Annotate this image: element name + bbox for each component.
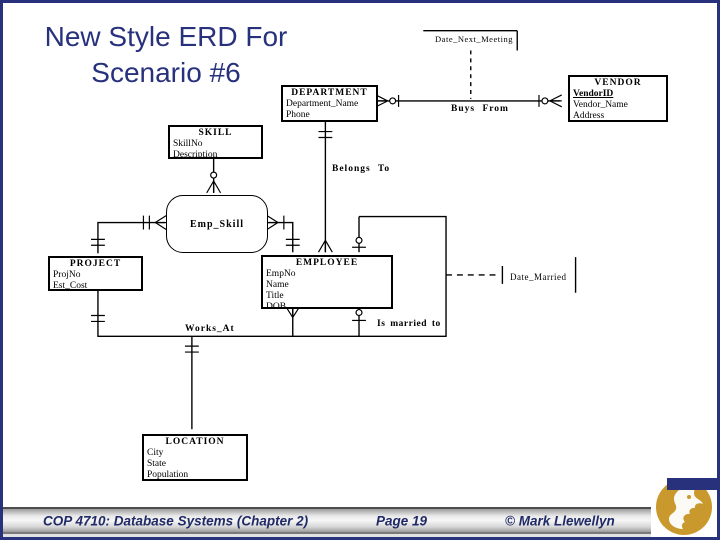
- title-line-1: New Style ERD For: [44, 21, 288, 52]
- attribute-date-next-meeting: Date_Next_Meeting: [435, 34, 513, 44]
- erd-connectors: [91, 29, 577, 430]
- entity-attr: Vendor_Name: [573, 100, 628, 110]
- entity-name: DEPARTMENT: [291, 88, 368, 98]
- entity-attr: City: [147, 448, 164, 458]
- entity-attr: SkillNo: [173, 139, 203, 149]
- associative-entity-emp-skill: Emp_Skill: [166, 195, 268, 253]
- entity-vendor: VENDOR VendorID Vendor_Name Address: [568, 75, 668, 122]
- title-line-2: Scenario #6: [91, 57, 241, 88]
- footer-copyright: © Mark Llewellyn: [505, 513, 615, 528]
- relationship-label-works-at: Works_At: [185, 324, 235, 334]
- entity-attr: EmpNo: [266, 269, 296, 279]
- ucf-pegasus-logo-icon: [656, 479, 712, 535]
- entity-attr-pk: VendorID: [573, 89, 614, 99]
- entity-attr: Est_Cost: [53, 281, 88, 291]
- entity-department: DEPARTMENT Department_Name Phone: [281, 85, 378, 122]
- crows-foot-notation: [91, 94, 562, 353]
- entity-attr: Title: [266, 291, 284, 301]
- entity-project: PROJECT ProjNo Est_Cost: [48, 256, 143, 291]
- entity-attr: Phone: [286, 110, 310, 120]
- entity-skill: SKILL SkillNo Description: [168, 125, 263, 160]
- footer-bar: COP 4710: Database Systems (Chapter 2) P…: [3, 507, 717, 534]
- entity-employee: EMPLOYEE EmpNo Name Title DOB: [261, 255, 393, 312]
- footer-course: COP 4710: Database Systems (Chapter 2): [43, 513, 309, 528]
- entity-name: VENDOR: [594, 78, 642, 88]
- entity-attr: DOB: [266, 302, 287, 312]
- attribute-date-married: Date_Married: [510, 272, 567, 282]
- page-title: New Style ERD For Scenario #6: [21, 19, 311, 91]
- footer-strip: [3, 534, 717, 537]
- entity-location: LOCATION City State Population: [142, 434, 248, 481]
- relationship-label: Emp_Skill: [189, 218, 245, 230]
- entity-attr: Description: [173, 150, 218, 160]
- relationship-label-buys-from: Buys From: [451, 104, 509, 114]
- entity-attr: ProjNo: [53, 270, 81, 280]
- relationship-label-is-married-to: Is married to: [377, 319, 441, 329]
- entity-name: LOCATION: [165, 437, 225, 447]
- navy-accent-bar: [667, 478, 717, 490]
- entity-attr: Department_Name: [286, 99, 359, 109]
- entity-name: EMPLOYEE: [295, 258, 359, 268]
- footer-page-number: Page 19: [376, 513, 428, 528]
- entity-attr: Population: [147, 470, 189, 480]
- entity-name: PROJECT: [69, 259, 122, 269]
- entity-attr: State: [147, 459, 166, 469]
- relationship-label-belongs-to: Belongs To: [332, 164, 391, 174]
- entity-attr: Address: [573, 111, 605, 121]
- entity-name: SKILL: [198, 128, 233, 138]
- entity-attr: Name: [266, 280, 289, 290]
